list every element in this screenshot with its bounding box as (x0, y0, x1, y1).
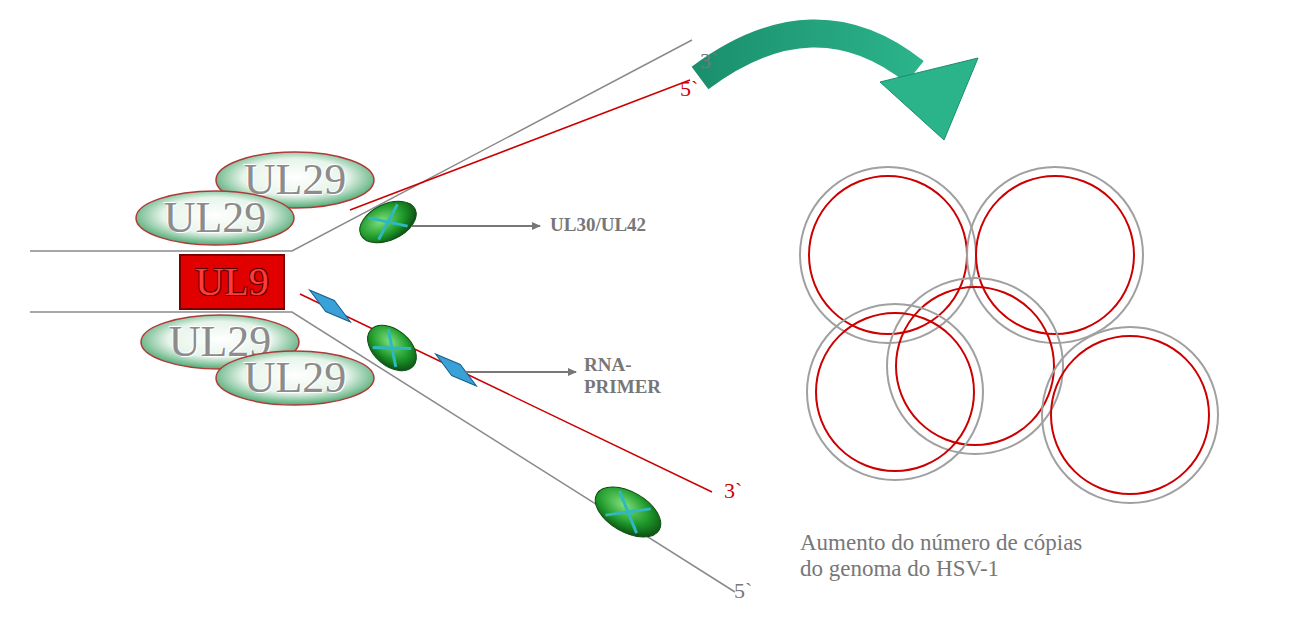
genome-inner (896, 287, 1054, 445)
strand-end: 5` (734, 578, 752, 603)
rna-primer (305, 284, 355, 327)
origin-binding-box: UL9 (179, 254, 285, 310)
box-fill (180, 255, 284, 309)
rna-primer (431, 348, 481, 391)
polymerase-mark (368, 204, 407, 239)
leader-arrow (466, 371, 576, 373)
polymerase (587, 477, 669, 548)
daughter-strand (350, 80, 690, 210)
strand-end: 3` (724, 478, 742, 503)
helicase-ellipse: UL29 (135, 190, 295, 246)
polymerase (587, 477, 669, 548)
ellipse-fill (216, 351, 374, 405)
genome-outer (1042, 327, 1218, 503)
genome-circles (800, 167, 1218, 503)
strand-end: 5` (680, 76, 698, 101)
curved-arrow (700, 33, 915, 78)
helicase-ellipse: UL29 (215, 350, 375, 406)
strand-end: 3` (700, 48, 718, 73)
primer-label: RNA-PRIMER (584, 354, 676, 398)
genome-outer (800, 167, 976, 343)
polymerase (353, 193, 423, 251)
leader-arrow (412, 225, 540, 227)
genome-inner (976, 176, 1134, 334)
genome-outer (967, 167, 1143, 343)
protein-name: UL29 (244, 356, 347, 400)
enzyme-label: UL30/UL42 (550, 214, 646, 236)
polymerase (353, 193, 423, 251)
polymerase-mark (373, 329, 411, 367)
genome-inner (816, 313, 974, 471)
arrow-head (880, 58, 978, 140)
parental-strand (30, 40, 692, 251)
polymerase-mark (605, 491, 650, 533)
rna-primer (431, 348, 481, 391)
protein-name: UL29 (164, 196, 267, 240)
rna-primer (305, 284, 355, 327)
genome-outer (807, 304, 983, 480)
genome-inner (809, 176, 967, 334)
genome-inner (1051, 336, 1209, 494)
protein-name: UL9 (195, 262, 268, 302)
ellipse-fill (136, 191, 294, 245)
caption-note: Aumento do número de cópias do genoma do… (800, 530, 1090, 583)
